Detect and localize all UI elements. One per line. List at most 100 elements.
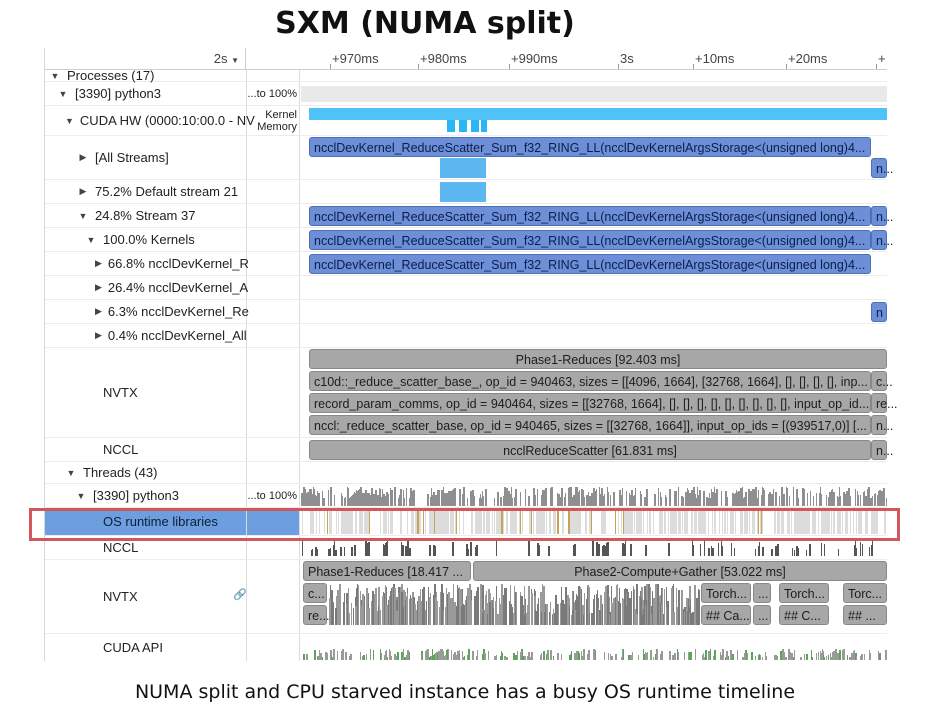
thread-python-label[interactable]: ▼ [3390] python3 [45, 484, 246, 507]
triangle-down-icon[interactable]: ▼ [66, 467, 76, 478]
process-nccl-label[interactable]: NCCL [45, 438, 246, 461]
nvtx-range[interactable]: ## ... [843, 605, 887, 625]
activity-mark [391, 656, 392, 660]
all-streams-row[interactable]: ▶ [All Streams] ncclDevKernel_ReduceScat… [45, 136, 893, 180]
cuda-hw-label[interactable]: ▼ CUDA HW (0000:10:00.0 - NV [45, 106, 255, 135]
activity-mark [482, 491, 483, 506]
kernel-bar[interactable]: ncclDevKernel_ReduceScatter_Sum_f32_RING… [309, 206, 871, 226]
memcpy-cluster[interactable] [440, 158, 486, 178]
triangle-down-icon[interactable]: ▼ [76, 490, 86, 501]
thread-nccl-label[interactable]: NCCL [45, 536, 246, 559]
activity-mark [612, 510, 614, 534]
nvtx-range[interactable]: re... [303, 605, 330, 625]
process-nccl-row[interactable]: NCCL ncclReduceScatter [61.831 ms] n... [45, 438, 893, 462]
kernel-0-label[interactable]: ▶ 0.4% ncclDevKernel_All [45, 324, 247, 347]
memory-legend: Memory [257, 120, 297, 133]
activity-mark [488, 611, 489, 625]
processes-label[interactable]: ▼ Processes (17) [45, 69, 246, 82]
column-divider[interactable] [299, 70, 300, 661]
triangle-down-icon[interactable]: ▼ [50, 71, 60, 81]
nvtx-range[interactable]: ## C... [779, 605, 829, 625]
kernel-bar[interactable]: n... [871, 158, 893, 178]
thread-nvtx-label[interactable]: NVTX [45, 560, 246, 633]
nvtx-range[interactable]: Torch... [779, 583, 829, 603]
nvtx-range[interactable]: record_param_comms, op_id = 940464, size… [309, 393, 871, 413]
default-stream-label[interactable]: ▶ 75.2% Default stream 21 [45, 180, 246, 203]
nvtx-range[interactable]: Phase1-Reduces [18.417 ... [303, 561, 471, 581]
cuda-api-label[interactable]: CUDA API [45, 634, 246, 661]
triangle-down-icon[interactable]: ▼ [58, 88, 68, 99]
nvtx-range[interactable]: ... [753, 605, 771, 625]
nvtx-range[interactable]: c... [303, 583, 327, 603]
column-divider[interactable] [246, 70, 247, 661]
process-nvtx-label[interactable]: NVTX [45, 348, 246, 437]
nvtx-range[interactable]: ## Ca... [701, 605, 751, 625]
triangle-right-icon[interactable]: ▶ [95, 330, 102, 340]
nvtx-range[interactable]: Phase2-Compute+Gather [53.022 ms] [473, 561, 887, 581]
threads-label[interactable]: ▼ Threads (43) [45, 462, 246, 483]
activity-mark [328, 490, 329, 506]
activity-mark [622, 606, 623, 625]
kernel-0-row[interactable]: ▶ 0.4% ncclDevKernel_All [45, 324, 887, 348]
stream-37-label[interactable]: ▼ 24.8% Stream 37 [45, 204, 246, 227]
link-icon[interactable]: 🔗 [233, 589, 247, 601]
nvtx-range[interactable]: Phase1-Reduces [92.403 ms] [309, 349, 887, 369]
process-python-label[interactable]: ▼ [3390] python3 [45, 82, 246, 105]
nvtx-range[interactable]: ... [753, 583, 771, 603]
kernel-66-label[interactable]: ▶ 66.8% ncclDevKernel_R [45, 252, 249, 275]
kernel-6-label[interactable]: ▶ 6.3% ncclDevKernel_Re [45, 300, 249, 323]
cuda-hw-row[interactable]: ▼ CUDA HW (0000:10:00.0 - NV Kernel Memo… [45, 106, 887, 136]
kernel-26-label[interactable]: ▶ 26.4% ncclDevKernel_A [45, 276, 248, 299]
thread-nvtx-row[interactable]: NVTX 🔗 Phase1-Reduces [18.417 ... Phase2… [45, 560, 887, 634]
memcpy-cluster[interactable] [440, 182, 486, 202]
nvtx-range[interactable]: Torch... [701, 583, 751, 603]
activity-mark [689, 652, 690, 660]
triangle-right-icon[interactable]: ▶ [79, 152, 87, 162]
thread-python-row[interactable]: ▼ [3390] python3 ...to 100% [45, 484, 887, 508]
triangle-right-icon[interactable]: ▶ [95, 258, 102, 268]
triangle-down-icon[interactable]: ▼ [78, 210, 88, 221]
kernels-row[interactable]: ▼ 100.0% Kernels ncclDevKernel_ReduceSca… [45, 228, 893, 252]
kernel-bar[interactable]: n... [871, 230, 893, 250]
threads-row[interactable]: ▼ Threads (43) [45, 462, 887, 484]
nvtx-range[interactable]: re... [871, 393, 898, 413]
cuda-api-row[interactable]: CUDA API [45, 634, 887, 661]
activity-mark [717, 510, 718, 534]
activity-mark [562, 605, 564, 625]
kernel-6-row[interactable]: ▶ 6.3% ncclDevKernel_Re n [45, 300, 887, 324]
all-streams-label[interactable]: ▶ [All Streams] [45, 136, 246, 179]
nvtx-range[interactable]: Torc... [843, 583, 887, 603]
process-nvtx-row[interactable]: NVTX Phase1-Reduces [92.403 ms] c10d::_r… [45, 348, 898, 438]
nccl-range[interactable]: ncclReduceScatter [61.831 ms] [309, 440, 871, 460]
nvtx-range[interactable]: c10d::_reduce_scatter_base_, op_id = 940… [309, 371, 871, 391]
kernel-bar[interactable]: n [871, 302, 887, 322]
triangle-right-icon[interactable]: ▶ [95, 282, 102, 292]
process-python-row[interactable]: ▼ [3390] python3 ...to 100% [45, 82, 887, 106]
kernel-26-row[interactable]: ▶ 26.4% ncclDevKernel_A [45, 276, 887, 300]
activity-mark [669, 546, 670, 556]
os-runtime-label[interactable]: OS runtime libraries [45, 508, 246, 535]
triangle-right-icon[interactable]: ▶ [79, 186, 87, 196]
kernel-bar[interactable]: ncclDevKernel_ReduceScatter_Sum_f32_RING… [309, 137, 871, 157]
triangle-down-icon[interactable]: ▼ [86, 234, 96, 245]
kernels-label[interactable]: ▼ 100.0% Kernels [45, 228, 246, 251]
nvtx-range[interactable]: c... [871, 371, 893, 391]
time-ruler[interactable]: 2s ▼ +970ms +980ms +990ms 3s +10ms +20ms… [45, 48, 887, 70]
nvtx-range[interactable]: nccl:_reduce_scatter_base, op_id = 94046… [309, 415, 871, 435]
kernel-bar[interactable]: ncclDevKernel_ReduceScatter_Sum_f32_RING… [309, 254, 871, 274]
thread-nccl-row[interactable]: NCCL [45, 536, 887, 560]
triangle-right-icon[interactable]: ▶ [95, 306, 102, 316]
zoom-selector[interactable]: 2s ▼ [45, 48, 246, 70]
os-runtime-row[interactable]: OS runtime libraries [45, 508, 887, 536]
activity-mark [605, 546, 606, 556]
default-stream-row[interactable]: ▶ 75.2% Default stream 21 [45, 180, 887, 204]
nvtx-range[interactable]: n... [871, 415, 893, 435]
activity-mark [584, 655, 585, 660]
stream-37-row[interactable]: ▼ 24.8% Stream 37 ncclDevKernel_ReduceSc… [45, 204, 893, 228]
processes-row[interactable]: ▼ Processes (17) [45, 69, 887, 82]
kernel-bar[interactable]: n... [871, 206, 893, 226]
nccl-range[interactable]: n... [871, 440, 893, 460]
triangle-down-icon[interactable]: ▼ [65, 115, 74, 126]
kernel-bar[interactable]: ncclDevKernel_ReduceScatter_Sum_f32_RING… [309, 230, 871, 250]
kernel-66-row[interactable]: ▶ 66.8% ncclDevKernel_R ncclDevKernel_Re… [45, 252, 887, 276]
